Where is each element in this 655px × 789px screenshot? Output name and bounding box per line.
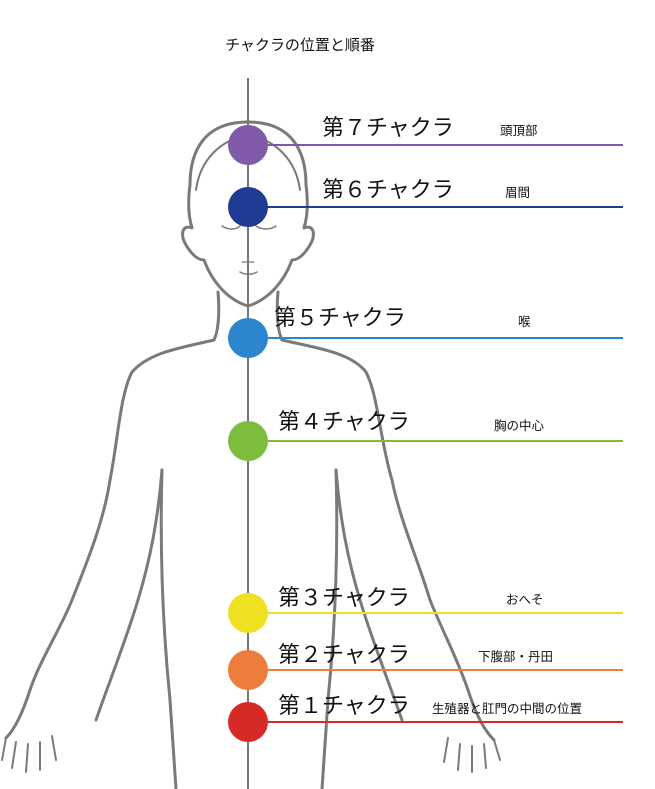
chakra-dot-6 — [228, 187, 268, 227]
chakra-name-1: 第１チャクラ — [278, 694, 410, 719]
chakra-name-3: 第３チャクラ — [278, 586, 410, 611]
chakra-layer — [228, 125, 623, 742]
chakra-dot-3 — [228, 593, 268, 633]
chakra-location-1: 生殖器と肛門の中間の位置 — [432, 701, 583, 716]
chakra-location-3: おへそ — [506, 592, 544, 607]
chakra-location-4: 胸の中心 — [494, 418, 545, 433]
chakra-name-2: 第２チャクラ — [278, 643, 410, 668]
chakra-name-7: 第７チャクラ — [322, 116, 454, 141]
chakra-location-7: 頭頂部 — [500, 123, 538, 138]
chakra-dot-2 — [228, 650, 268, 690]
chakra-location-6: 眉間 — [505, 185, 531, 200]
chakra-name-4: 第４チャクラ — [278, 410, 410, 435]
chakra-name-6: 第６チャクラ — [322, 178, 454, 203]
chakra-dot-7 — [228, 125, 268, 165]
chakra-dot-1 — [228, 702, 268, 742]
chakra-name-5: 第５チャクラ — [274, 306, 406, 331]
diagram-title: チャクラの位置と順番 — [225, 36, 375, 54]
chakra-location-2: 下腹部・丹田 — [478, 649, 554, 664]
chakra-location-5: 喉 — [518, 314, 531, 329]
chakra-dot-4 — [228, 421, 268, 461]
chakra-dot-5 — [228, 318, 268, 358]
